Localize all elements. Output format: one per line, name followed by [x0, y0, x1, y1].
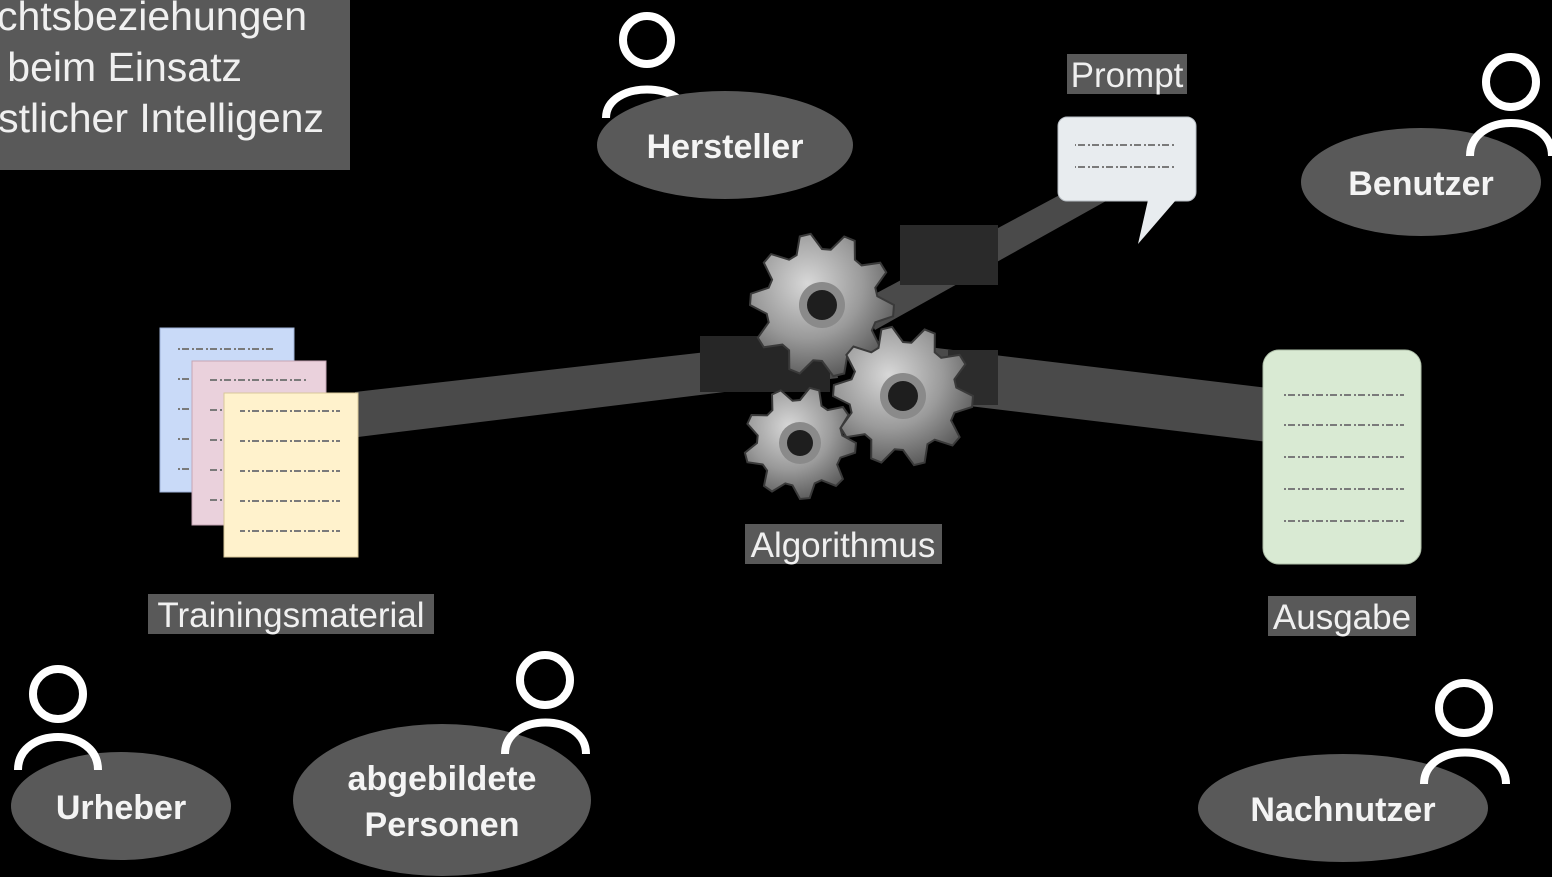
gear-large — [748, 232, 896, 378]
label-ausgabe: Ausgabe — [1268, 596, 1416, 637]
gears-icon — [743, 232, 975, 501]
actor-abgebildete-label-2: Personen — [365, 806, 520, 844]
actor-urheber: Urheber — [11, 665, 231, 860]
title-box: chtsbeziehungen beim Einsatz stlicher In… — [0, 0, 350, 170]
actor-abgebildete-label-1: abgebildete — [348, 760, 537, 798]
label-algorithmus-text: Algorithmus — [751, 526, 936, 565]
label-prompt-text: Prompt — [1071, 56, 1184, 95]
label-ausgabe-text: Ausgabe — [1273, 598, 1411, 637]
connectors — [355, 176, 1268, 442]
label-prompt: Prompt — [1067, 54, 1187, 95]
actor-hersteller: Hersteller — [597, 12, 853, 199]
label-trainingsmaterial: Trainingsmaterial — [148, 594, 434, 635]
actor-nachnutzer: Nachnutzer — [1198, 679, 1510, 862]
label-trainingsmaterial-text: Trainingsmaterial — [157, 596, 424, 635]
label-algorithmus: Algorithmus — [745, 524, 942, 565]
title-line-2: beim Einsatz — [7, 44, 242, 90]
actor-benutzer-label: Benutzer — [1348, 165, 1493, 203]
gear-right — [831, 325, 975, 467]
actor-urheber-label: Urheber — [56, 789, 186, 827]
actor-benutzer: Benutzer — [1301, 53, 1552, 236]
person-icon — [1466, 53, 1552, 157]
gear-small — [743, 386, 858, 501]
person-icon — [1420, 679, 1510, 785]
title-line-1: chtsbeziehungen — [0, 0, 307, 39]
person-icon — [501, 651, 590, 755]
title-line-3: stlicher Intelligenz — [0, 95, 324, 141]
document-stack-icon — [159, 327, 359, 558]
person-icon — [14, 665, 102, 771]
document-icon — [1262, 349, 1422, 565]
speech-bubble-icon — [1057, 116, 1197, 244]
actor-abgebildete-personen: abgebildete Personen — [293, 651, 591, 876]
actor-nachnutzer-label: Nachnutzer — [1250, 791, 1435, 829]
connector-shade-top — [900, 225, 998, 285]
actor-hersteller-label: Hersteller — [647, 128, 804, 166]
